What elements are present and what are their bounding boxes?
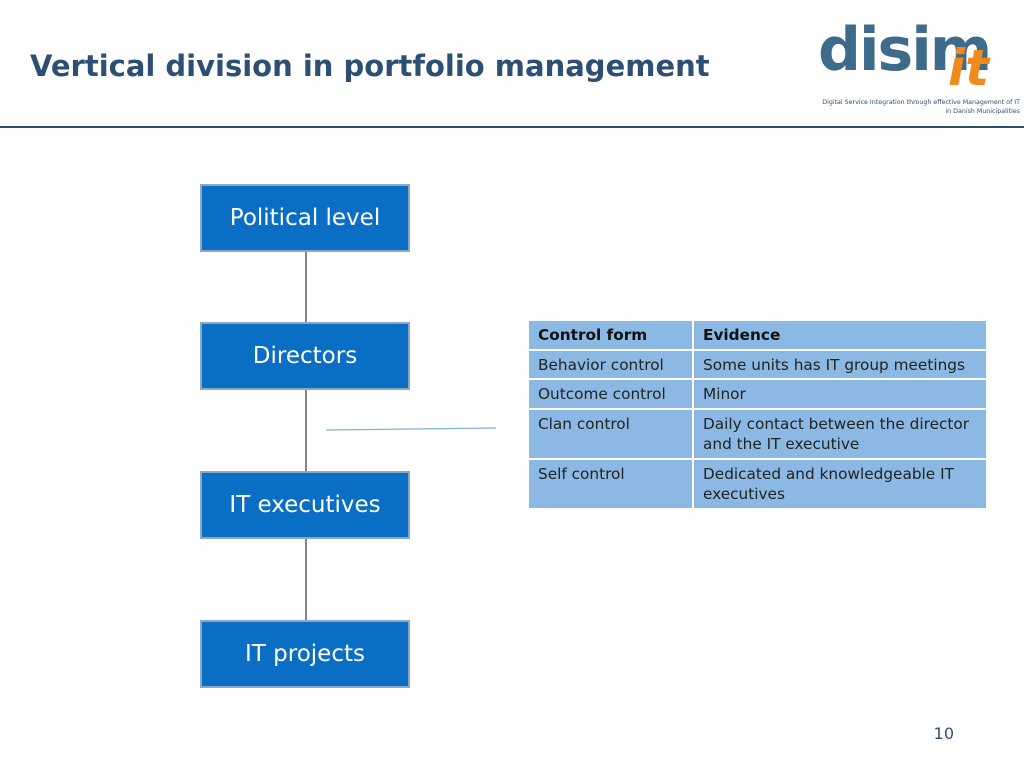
- control-form-table: Control form Evidence Behavior control S…: [527, 319, 988, 510]
- logo-tagline-line-2: in Danish Municipalities: [945, 108, 1020, 115]
- page-number: 10: [933, 724, 954, 743]
- logo-tagline: Digital Service Integration through effe…: [818, 98, 1020, 116]
- evidence-cell: Dedicated and knowledgeable IT executive…: [694, 459, 986, 508]
- control-form-cell: Behavior control: [529, 350, 692, 378]
- table-row: Clan control Daily contact between the d…: [529, 409, 986, 458]
- table-row: Self control Dedicated and knowledgeable…: [529, 459, 986, 508]
- table-row: Behavior control Some units has IT group…: [529, 350, 986, 378]
- logo-tagline-line-1: Digital Service Integration through effe…: [822, 99, 1020, 106]
- control-form-cell: Self control: [529, 459, 692, 508]
- control-form-cell: Clan control: [529, 409, 692, 458]
- table-row: Outcome control Minor: [529, 380, 986, 408]
- logo-accent-mark: it: [948, 39, 990, 97]
- level-label: Political level: [229, 205, 381, 231]
- logo-wordmark: disim: [818, 15, 992, 85]
- table-header-row: Control form Evidence: [529, 321, 986, 349]
- table-pointer-line: [325, 427, 497, 431]
- level-box-political-level: Political level: [200, 184, 410, 252]
- level-box-it-projects: IT projects: [200, 620, 410, 688]
- level-box-it-executives: IT executives: [200, 471, 410, 539]
- level-label: IT projects: [245, 641, 365, 667]
- slide-title: Vertical division in portfolio managemen…: [30, 49, 710, 83]
- column-header-control-form: Control form: [529, 321, 692, 349]
- level-label: Directors: [252, 343, 358, 369]
- column-header-evidence: Evidence: [694, 321, 986, 349]
- level-label: IT executives: [229, 492, 381, 518]
- evidence-cell: Minor: [694, 380, 986, 408]
- control-form-cell: Outcome control: [529, 380, 692, 408]
- disimit-logo: disim it Digital Service Integration thr…: [818, 14, 1020, 120]
- evidence-cell: Daily contact between the director and t…: [694, 409, 986, 458]
- level-box-directors: Directors: [200, 322, 410, 390]
- header-divider: [0, 126, 1024, 128]
- evidence-cell: Some units has IT group meetings: [694, 350, 986, 378]
